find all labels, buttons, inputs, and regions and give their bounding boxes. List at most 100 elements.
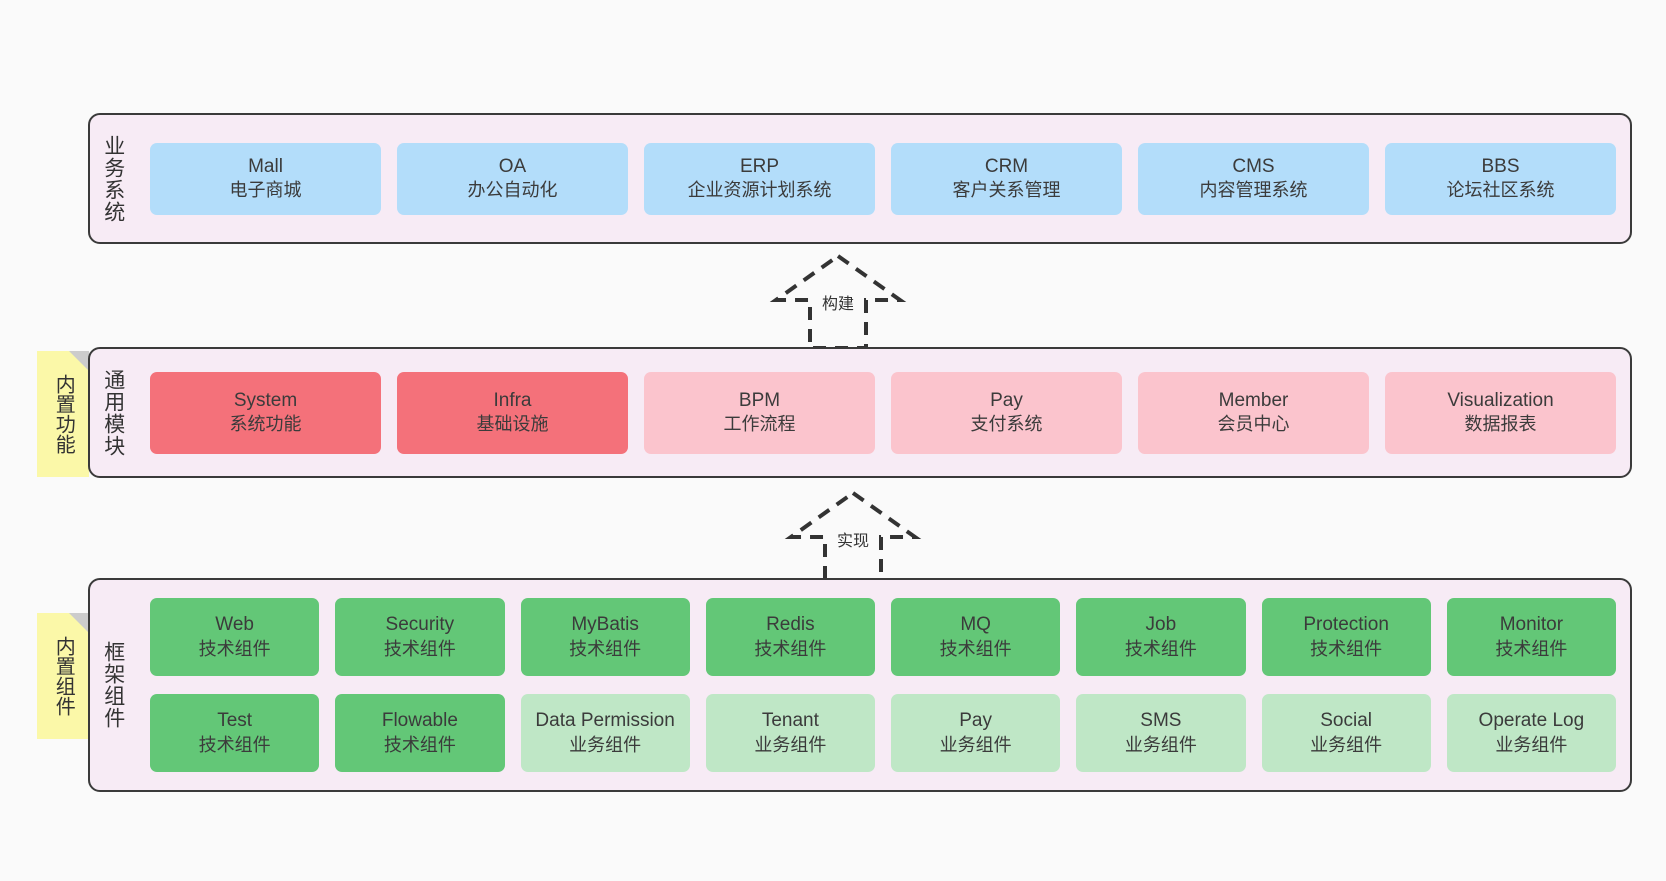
component-data-permission[interactable]: Data Permission 业务组件 (520, 694, 690, 772)
component-web-cn: 技术组件 (198, 638, 271, 659)
component-social-en: Social (1320, 710, 1372, 732)
component-flowable-cn: 技术组件 (383, 734, 456, 755)
component-pay-en: Pay (959, 710, 992, 732)
component-security-cn: 技术组件 (383, 638, 456, 659)
component-flowable[interactable]: Flowable 技术组件 (335, 694, 505, 772)
component-redis-en: Redis (766, 614, 815, 636)
common-module-row: System 系统功能 Infra 基础设施 BPM 工作流程 Pay 支付系统… (150, 371, 1616, 454)
module-mall-en: Mall (248, 155, 283, 177)
component-flowable-en: Flowable (381, 710, 458, 732)
component-operate-log-en: Operate Log (1478, 710, 1585, 732)
module-oa-en: OA (498, 155, 527, 177)
component-monitor-en: Monitor (1499, 614, 1564, 636)
module-visualization-en: Visualization (1447, 389, 1554, 411)
module-infra-cn: 基础设施 (476, 414, 549, 435)
component-sms[interactable]: SMS 业务组件 (1076, 694, 1246, 772)
layer-framework-component: 框架组件 Web 技术组件 Security 技术组件 MyBatis 技术组件… (88, 578, 1632, 792)
component-monitor[interactable]: Monitor 技术组件 (1446, 598, 1616, 676)
module-cms-cn: 内容管理系统 (1199, 180, 1308, 201)
component-redis[interactable]: Redis 技术组件 (705, 598, 875, 676)
module-infra-en: Infra (493, 389, 532, 411)
component-mybatis-cn: 技术组件 (569, 638, 642, 659)
component-mybatis[interactable]: MyBatis 技术组件 (520, 598, 690, 676)
component-operate-log-cn: 业务组件 (1495, 734, 1568, 755)
component-protection[interactable]: Protection 技术组件 (1261, 598, 1431, 676)
note-builtin-component: 内置组件 (37, 613, 89, 739)
module-system-cn: 系统功能 (229, 414, 302, 435)
component-pay[interactable]: Pay 业务组件 (891, 694, 1061, 772)
component-job[interactable]: Job 技术组件 (1076, 598, 1246, 676)
module-cms-en: CMS (1232, 155, 1275, 177)
module-erp-cn: 企业资源计划系统 (687, 180, 832, 201)
component-tenant-cn: 业务组件 (754, 734, 827, 755)
module-oa[interactable]: OA 办公自动化 (397, 142, 628, 215)
layer-body-framework: Web 技术组件 Security 技术组件 MyBatis 技术组件 Redi… (136, 580, 1630, 790)
component-protection-en: Protection (1303, 614, 1389, 636)
module-bbs-en: BBS (1481, 155, 1520, 177)
connector-build: 构建 (748, 250, 928, 350)
component-job-cn: 技术组件 (1124, 638, 1197, 659)
component-data-permission-cn: 业务组件 (569, 734, 642, 755)
module-cms[interactable]: CMS 内容管理系统 (1138, 142, 1369, 215)
connector-build-label: 构建 (818, 290, 858, 314)
layer-title-framework: 框架组件 (101, 641, 125, 729)
module-bbs[interactable]: BBS 论坛社区系统 (1385, 142, 1616, 215)
component-tenant[interactable]: Tenant 业务组件 (705, 694, 875, 772)
component-social[interactable]: Social 业务组件 (1261, 694, 1431, 772)
component-data-permission-en: Data Permission (535, 710, 675, 732)
component-test[interactable]: Test 技术组件 (150, 694, 320, 772)
module-crm-cn: 客户关系管理 (952, 180, 1061, 201)
module-pay-cn: 支付系统 (970, 414, 1043, 435)
component-operate-log[interactable]: Operate Log 业务组件 (1446, 694, 1616, 772)
note-builtin-feature-label: 内置功能 (52, 374, 75, 454)
component-sms-en: SMS (1140, 710, 1182, 732)
layer-body-business: Mall 电子商城 OA 办公自动化 ERP 企业资源计划系统 CRM 客户关系… (136, 115, 1630, 242)
component-tenant-en: Tenant (761, 710, 819, 732)
module-infra[interactable]: Infra 基础设施 (397, 371, 628, 454)
component-protection-cn: 技术组件 (1310, 638, 1383, 659)
module-bpm[interactable]: BPM 工作流程 (644, 371, 875, 454)
module-bbs-cn: 论坛社区系统 (1446, 180, 1555, 201)
module-bpm-en: BPM (738, 389, 781, 411)
module-system-en: System (233, 389, 298, 411)
framework-tech-row: Web 技术组件 Security 技术组件 MyBatis 技术组件 Redi… (150, 598, 1616, 676)
module-mall-cn: 电子商城 (229, 180, 302, 201)
layer-title-business: 业务系统 (101, 134, 125, 223)
module-system[interactable]: System 系统功能 (150, 371, 381, 454)
module-pay-en: Pay (990, 389, 1023, 411)
component-redis-cn: 技术组件 (754, 638, 827, 659)
module-visualization[interactable]: Visualization 数据报表 (1385, 371, 1616, 454)
component-job-en: Job (1145, 614, 1177, 636)
module-oa-cn: 办公自动化 (467, 180, 558, 201)
component-mq-en: MQ (960, 614, 991, 636)
component-web-en: Web (215, 614, 254, 636)
note-builtin-component-label: 内置组件 (52, 636, 75, 716)
connector-realize-label: 实现 (833, 527, 873, 551)
connector-realize: 实现 (763, 487, 943, 587)
note-builtin-feature: 内置功能 (37, 351, 89, 477)
module-bpm-cn: 工作流程 (723, 414, 796, 435)
module-visualization-cn: 数据报表 (1464, 414, 1537, 435)
component-mq-cn: 技术组件 (939, 638, 1012, 659)
component-mq[interactable]: MQ 技术组件 (891, 598, 1061, 676)
component-security-en: Security (385, 614, 455, 636)
component-social-cn: 业务组件 (1310, 734, 1383, 755)
module-crm[interactable]: CRM 客户关系管理 (891, 142, 1122, 215)
component-test-en: Test (217, 710, 253, 732)
module-member[interactable]: Member 会员中心 (1138, 371, 1369, 454)
module-erp[interactable]: ERP 企业资源计划系统 (644, 142, 875, 215)
business-module-row: Mall 电子商城 OA 办公自动化 ERP 企业资源计划系统 CRM 客户关系… (150, 142, 1616, 215)
layer-common-module: 通用模块 System 系统功能 Infra 基础设施 BPM 工作流程 Pay… (88, 347, 1632, 478)
layer-business-system: 业务系统 Mall 电子商城 OA 办公自动化 ERP 企业资源计划系统 CRM… (88, 113, 1632, 244)
framework-business-row: Test 技术组件 Flowable 技术组件 Data Permission … (150, 694, 1616, 772)
component-web[interactable]: Web 技术组件 (150, 598, 320, 676)
component-security[interactable]: Security 技术组件 (335, 598, 505, 676)
component-sms-cn: 业务组件 (1124, 734, 1197, 755)
component-monitor-cn: 技术组件 (1495, 638, 1568, 659)
module-member-en: Member (1218, 389, 1289, 411)
module-pay[interactable]: Pay 支付系统 (891, 371, 1122, 454)
module-mall[interactable]: Mall 电子商城 (150, 142, 381, 215)
module-crm-en: CRM (984, 155, 1029, 177)
layer-title-common: 通用模块 (101, 368, 125, 457)
